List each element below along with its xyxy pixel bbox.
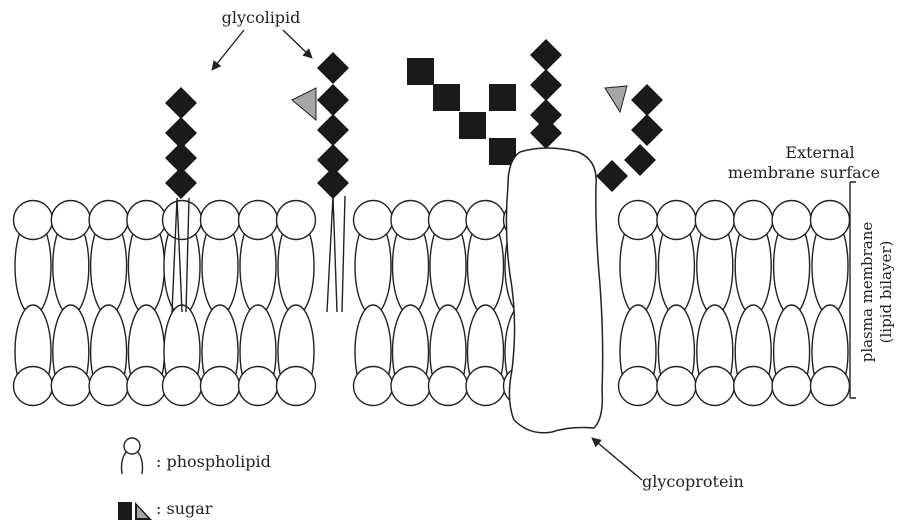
phospholipid-head-inner [163, 367, 202, 406]
phospholipid-head-outer [695, 201, 734, 240]
phospholipid-head-outer [734, 201, 773, 240]
phospholipid-head-inner [51, 367, 90, 406]
phospholipid-head-inner [772, 367, 811, 406]
sugar-diamond [317, 84, 349, 116]
phospholipid-head-inner [14, 367, 53, 406]
phospholipid-head-inner [391, 367, 430, 406]
sugar-square [459, 112, 486, 139]
phospholipid-head-outer [127, 201, 166, 240]
phospholipid-head-outer [277, 201, 316, 240]
sugar-triangle [605, 86, 627, 112]
sugar-diamond [165, 167, 197, 199]
sugar-diamond [624, 144, 656, 176]
sugar-diamond [596, 160, 628, 192]
phospholipid-head-outer [354, 201, 393, 240]
glycolipid-arrow-left [212, 30, 244, 70]
sugar-diamond [530, 39, 562, 71]
phospholipid-head-inner [619, 367, 658, 406]
sugar-triangle [292, 88, 316, 120]
legend-sugar-icon [118, 502, 152, 520]
phospholipid-head-inner [354, 367, 393, 406]
sugar-diamond [317, 167, 349, 199]
phospholipid-head-inner [695, 367, 734, 406]
phospholipid-head-outer [811, 201, 850, 240]
glycoprotein-arrow [592, 438, 642, 480]
phospholipid-head-inner [429, 367, 468, 406]
external-surface-label-2: membrane surface [728, 163, 880, 182]
legend-phospholipid-icon [122, 438, 143, 474]
legend: : phospholipid : sugar [118, 438, 271, 520]
lipid-bilayer [14, 201, 850, 406]
phospholipid-head-outer [51, 201, 90, 240]
glycolipid-arrow-right [283, 30, 312, 58]
phospholipid-head-outer [772, 201, 811, 240]
legend-sugar-label: : sugar [156, 499, 213, 518]
lipid-bilayer-label: (lipid bilayer) [877, 241, 895, 344]
sugar-square [407, 58, 434, 85]
sugar-diamond [165, 87, 197, 119]
sugar-diamond [530, 117, 562, 149]
glycoprotein-shape [506, 148, 602, 433]
phospholipid-head-inner [277, 367, 316, 406]
phospholipid-head-inner [811, 367, 850, 406]
phospholipid-head-outer [466, 201, 505, 240]
glycolipid-tail-right [327, 196, 345, 312]
membrane-bracket [850, 182, 856, 398]
legend-phospholipid-label: : phospholipid [156, 452, 271, 471]
sugar-diamond [530, 69, 562, 101]
plasma-membrane-label: plasma membrane [858, 222, 876, 363]
sugar-diamond [317, 52, 349, 84]
sugar-square [433, 84, 460, 111]
phospholipid-head-outer [201, 201, 240, 240]
sugar-diamond [631, 84, 663, 116]
sugar-square [489, 84, 516, 111]
phospholipid-head-outer [657, 201, 696, 240]
sugar-diamond [317, 114, 349, 146]
phospholipid-head-outer [429, 201, 468, 240]
phospholipid-head-outer [163, 201, 202, 240]
phospholipid-head-inner [201, 367, 240, 406]
phospholipid-head-inner [657, 367, 696, 406]
phospholipid-head-inner [239, 367, 278, 406]
phospholipid-head-outer [14, 201, 53, 240]
phospholipid-head-outer [391, 201, 430, 240]
phospholipid-head-outer [239, 201, 278, 240]
phospholipid-head-outer [89, 201, 128, 240]
phospholipid-head-inner [466, 367, 505, 406]
glycolipid-label: glycolipid [222, 8, 301, 27]
phospholipid-head-outer [619, 201, 658, 240]
sugar-diamond [631, 114, 663, 146]
phospholipid-head-inner [127, 367, 166, 406]
phospholipid-head-inner [89, 367, 128, 406]
glycoprotein-label: glycoprotein [642, 472, 744, 491]
phospholipid-head-inner [734, 367, 773, 406]
external-surface-label-1: External [785, 143, 854, 162]
